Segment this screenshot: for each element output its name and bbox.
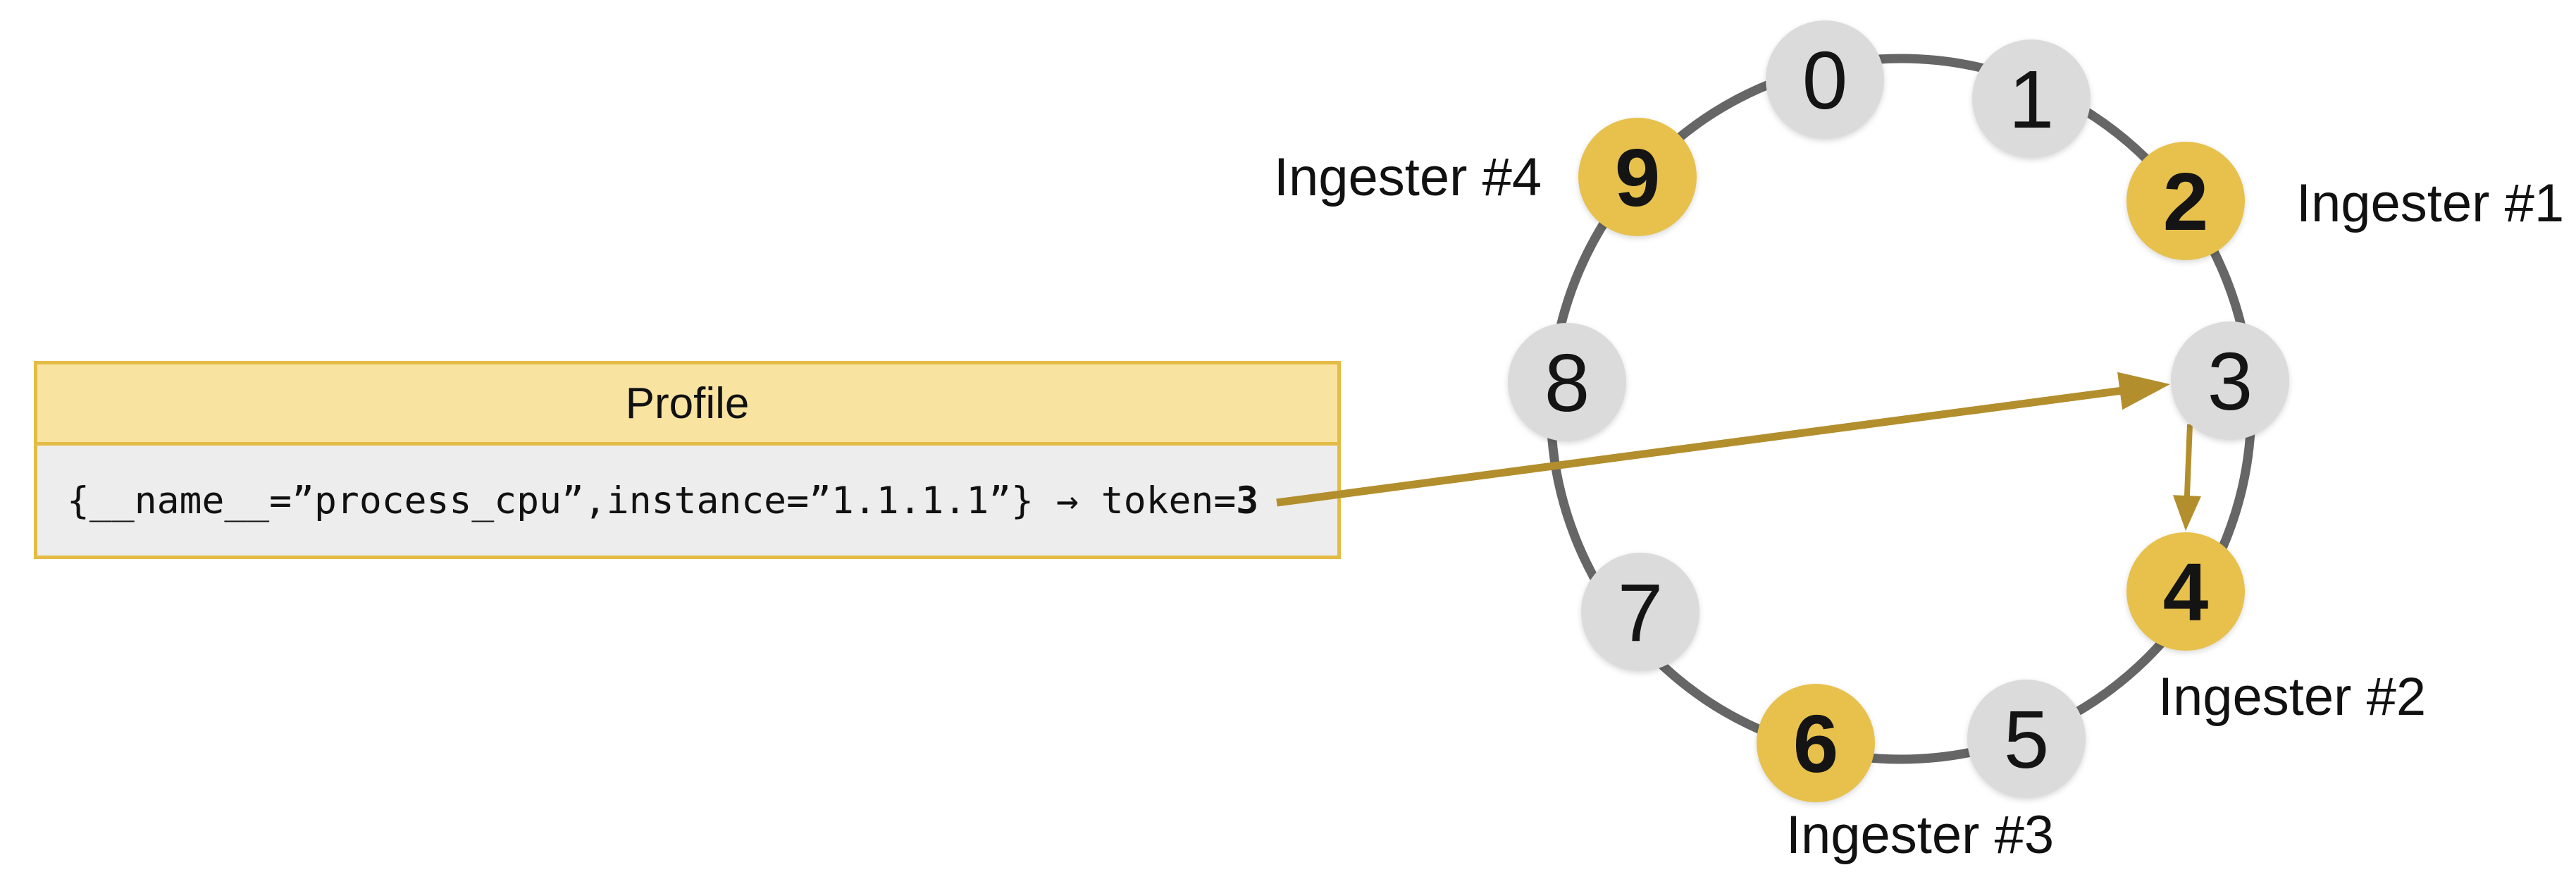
ring-node-0 bbox=[1766, 20, 1884, 139]
ingester-label-4: Ingester #4 bbox=[1274, 147, 1542, 207]
ingester-label-3: Ingester #3 bbox=[1786, 805, 2054, 865]
profile-series-code: {__name__=”process_cpu”,instance=”1.1.1.… bbox=[37, 446, 1337, 556]
arrow-token-3-to-token-4-head bbox=[2173, 495, 2201, 531]
ring-node-7 bbox=[1581, 553, 1699, 671]
ring-node-9-digit: 9 bbox=[1615, 132, 1661, 223]
ring-node-3-digit: 3 bbox=[2207, 336, 2253, 427]
ring-node-0-digit: 0 bbox=[1802, 35, 1848, 126]
profile-box-title: Profile bbox=[37, 364, 1337, 446]
ring-node-1 bbox=[1972, 39, 2091, 158]
ring-node-8-digit: 8 bbox=[1544, 337, 1590, 429]
arrow-token-3-to-token-4-shaft bbox=[2184, 424, 2193, 502]
ring-node-4-digit: 4 bbox=[2163, 546, 2209, 638]
ring-node-9-ingester-token bbox=[1578, 118, 1697, 236]
ring-node-2-ingester-token bbox=[2126, 142, 2245, 260]
series-selector-text: {__name__=”process_cpu”,instance=”1.1.1.… bbox=[67, 479, 1237, 522]
ring-node-7-digit: 7 bbox=[1618, 567, 1664, 658]
ring-node-1-digit: 1 bbox=[2009, 54, 2055, 145]
arrow-profile-to-token-3-shaft bbox=[1276, 386, 2126, 507]
ring-node-8 bbox=[1508, 323, 1626, 441]
ring-node-6-ingester-token bbox=[1757, 684, 1875, 802]
ring-node-6-digit: 6 bbox=[1793, 698, 1839, 790]
arrow-profile-to-token-3-head bbox=[2117, 372, 2170, 410]
ring-node-2-digit: 2 bbox=[2163, 156, 2209, 247]
token-value: 3 bbox=[1236, 479, 1259, 522]
ring-node-5-digit: 5 bbox=[2004, 694, 2050, 785]
ring-node-4-ingester-token bbox=[2126, 532, 2245, 651]
profile-box: Profile {__name__=”process_cpu”,instance… bbox=[34, 361, 1341, 559]
ring-node-5 bbox=[1967, 680, 2086, 798]
ingester-label-2: Ingester #2 bbox=[2158, 667, 2426, 727]
ring-node-3 bbox=[2171, 321, 2289, 440]
ingester-label-1: Ingester #1 bbox=[2296, 173, 2564, 233]
